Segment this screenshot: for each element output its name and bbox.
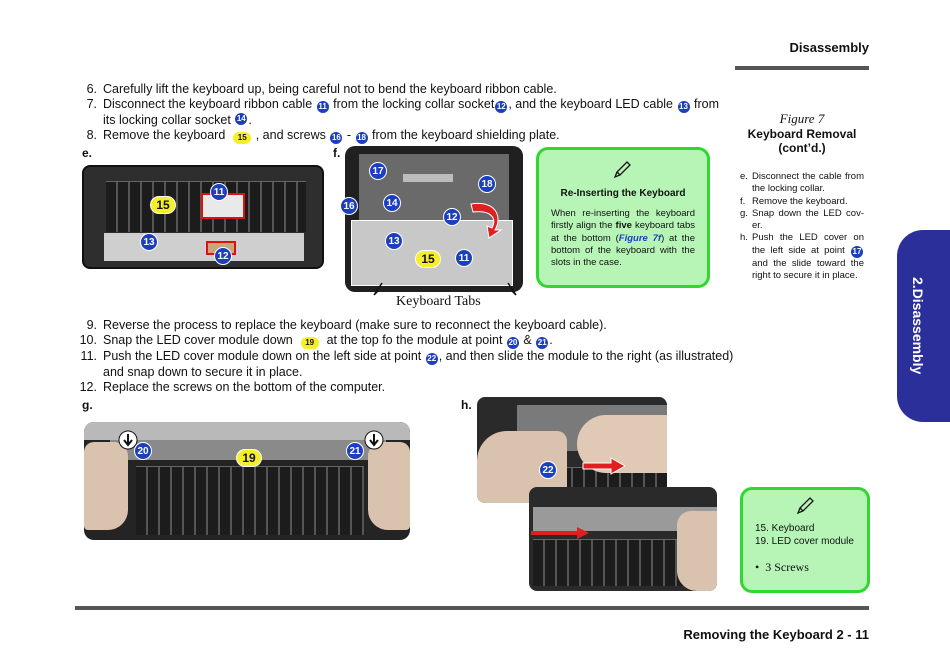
keyboard-tabs-label: Keyboard Tabs [396, 294, 481, 309]
note-parts: 15. Keyboard 19. LED cover module • 3 Sc… [740, 487, 870, 593]
callout-20: 20 [134, 442, 152, 460]
steps-top: 6. Carefully lift the keyboard up, being… [75, 82, 735, 145]
rotate-arrow-icon [470, 202, 503, 239]
callout-12-f: 12 [443, 208, 461, 226]
step-7-cont: its locking collar socket 14. [103, 113, 252, 128]
step-9: 9. Reverse the process to replace the ke… [86, 318, 607, 332]
down-arrow-icon-left [118, 430, 138, 450]
left-hand [84, 442, 128, 530]
part-keyboard: 15. Keyboard [755, 523, 815, 534]
step-7: 7. Disconnect the keyboard ribbon cable … [75, 97, 735, 114]
slide-arrow-icon [531, 527, 589, 539]
part-led-cover: 19. LED cover module [755, 536, 854, 547]
pencil-icon [613, 161, 631, 179]
badge-11: 11 [316, 101, 329, 114]
panel-label-g: g. [82, 398, 93, 412]
right-arrow-icon [582, 457, 627, 475]
callout-11-f: 11 [455, 249, 473, 267]
header-rule [735, 66, 869, 70]
note-reinserting-title: Re-Inserting the Keyboard [560, 188, 686, 199]
callout-21: 21 [346, 442, 364, 460]
photo-slide-right [529, 487, 717, 591]
step-11: 11. Push the LED cover module down on th… [75, 349, 735, 366]
screw-count: • 3 Screws [755, 560, 809, 574]
callout-15-f: 15 [415, 250, 441, 268]
panel-label-f: f. [333, 146, 341, 160]
callout-16: 16 [340, 197, 358, 215]
shield-plate [104, 233, 304, 261]
badge-20: 20 [506, 337, 519, 350]
badge-12: 12 [495, 101, 508, 114]
photo-keyboard-removed: 17 18 14 12 13 15 11 [345, 146, 523, 292]
parts-list: 15. Keyboard 19. LED cover module [755, 522, 854, 548]
step-11-cont: and snap down to secure it in place. [103, 365, 303, 380]
photo-snap-led-cover: 20 19 21 [84, 422, 410, 540]
figure-step-g: g.Snap down the LED cov-er. [740, 207, 864, 232]
figure-steps: e.Disconnect the cable from the locking … [740, 171, 864, 283]
step-10: 10. Snap the LED cover module down 19 at… [75, 333, 735, 350]
badge-16: 16 [330, 132, 343, 145]
pencil-icon-parts [796, 497, 814, 515]
callout-13-f: 13 [385, 232, 403, 250]
chapter-tab[interactable]: 2.Disassembly [897, 230, 950, 422]
callout-15: 15 [150, 196, 176, 214]
callout-22: 22 [539, 461, 557, 479]
note-reinserting-body: When re-inserting the keyboard firstly a… [551, 208, 695, 269]
badge-22: 22 [425, 353, 438, 366]
badge-19: 19 [300, 337, 319, 350]
callout-13: 13 [140, 233, 158, 251]
callout-17: 17 [369, 162, 387, 180]
step-8: 8. Remove the keyboard 15 , and screws 1… [75, 128, 735, 145]
figure-caption: Figure 7 Keyboard Removal (cont’d.) [735, 111, 869, 155]
figure-title: Keyboard Removal [747, 127, 857, 141]
panel-label-h: h. [461, 398, 472, 412]
chapter-tab-label: 2.Disassembly [910, 277, 926, 375]
step-6: 6. Carefully lift the keyboard up, being… [86, 82, 557, 96]
figure-link[interactable]: Figure 7f [618, 232, 662, 244]
figure-step-e: e.Disconnect the cable from the locking … [740, 171, 864, 195]
footer-page-title: Removing the Keyboard 2 - 11 [683, 627, 869, 642]
badge-15: 15 [233, 132, 252, 145]
footer-rule [75, 606, 869, 610]
figure-subtitle: (cont’d.) [778, 141, 826, 155]
badge-13: 13 [677, 101, 690, 114]
badge-17: 17 [851, 245, 863, 258]
badge-21: 21 [536, 337, 549, 350]
badge-14: 14 [235, 113, 248, 126]
down-arrow-icon-right [364, 430, 384, 450]
callout-12: 12 [214, 247, 232, 265]
badge-18: 18 [355, 132, 368, 145]
figure-step-f: f.Remove the keyboard. [740, 195, 848, 207]
photo-keyboard-cable: 15 11 13 12 [82, 165, 324, 269]
note-reinserting: Re-Inserting the Keyboard When re-insert… [536, 147, 710, 288]
keyboard-tab-arrows [373, 282, 517, 296]
figure-step-h: h.Push the LED cover on the left side at… [740, 232, 864, 282]
callout-11: 11 [210, 183, 228, 201]
callout-19: 19 [236, 449, 262, 467]
steps-bottom: 9. Reverse the process to replace the ke… [75, 318, 735, 395]
figure-number: Figure 7 [779, 111, 825, 126]
photo-push-left: 22 [477, 397, 667, 503]
callout-14: 14 [383, 194, 401, 212]
callout-18: 18 [478, 175, 496, 193]
section-title: Disassembly [789, 40, 870, 55]
panel-label-e: e. [82, 146, 93, 160]
hand-slide [677, 511, 717, 591]
right-hand [368, 442, 410, 530]
step-12: 12. Replace the screws on the bottom of … [79, 380, 386, 395]
